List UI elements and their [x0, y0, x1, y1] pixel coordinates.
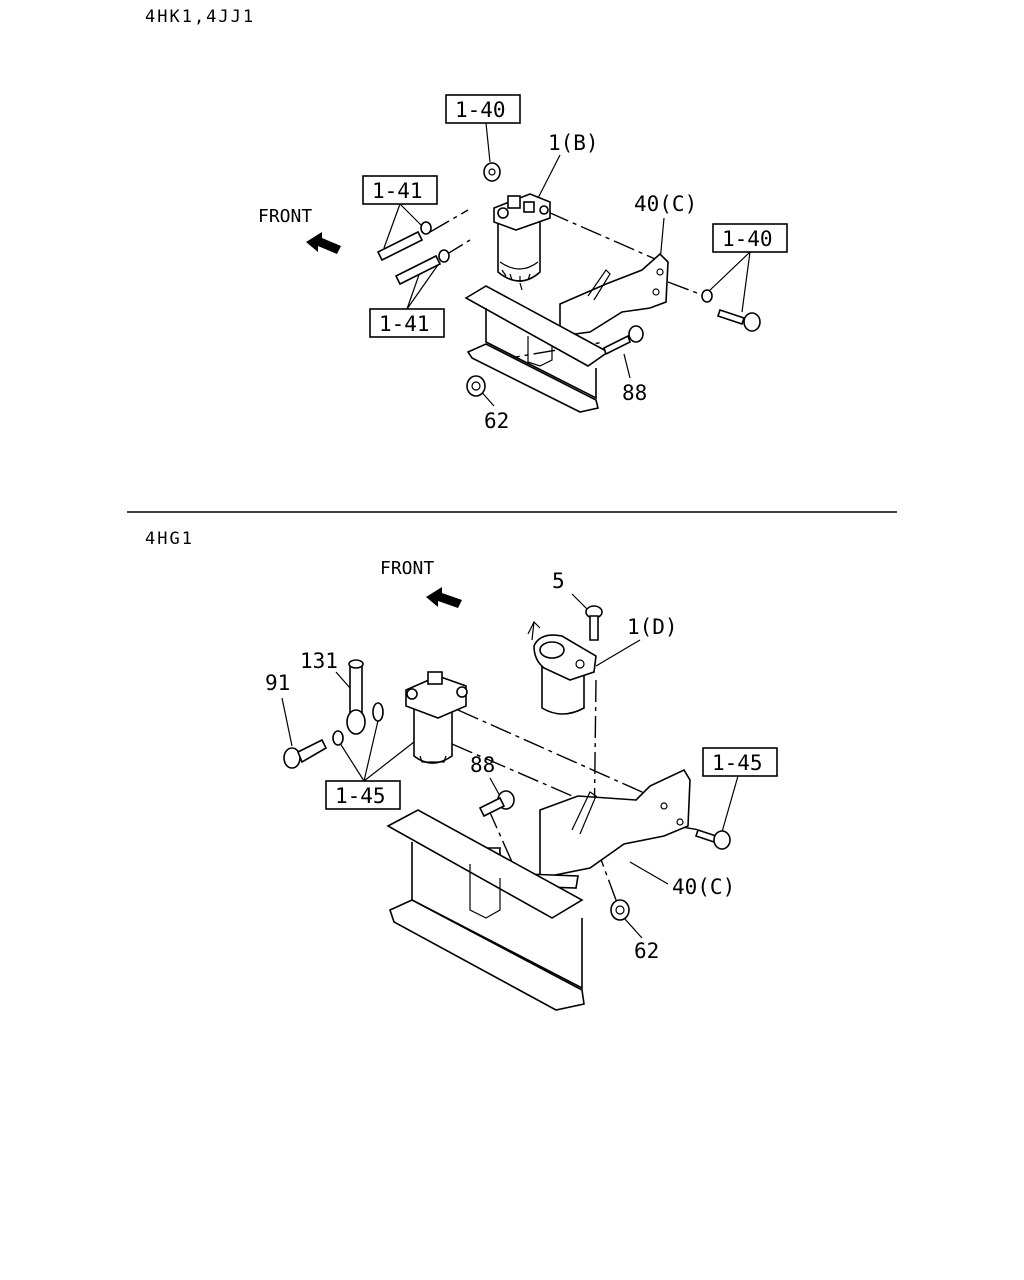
nut-62-upper — [466, 375, 486, 397]
label-eye-bolt[interactable]: 91 — [265, 671, 290, 695]
callout-ref-1-45-right[interactable]: 1-45 — [702, 747, 778, 777]
callout-ref-1-41-bottom[interactable]: 1-41 — [369, 308, 445, 338]
label-bolt[interactable]: 88 — [470, 753, 495, 777]
svg-text:1-41: 1-41 — [372, 179, 423, 203]
hose-upper — [376, 221, 432, 262]
front-arrow-icon — [306, 232, 341, 254]
frame-rail-lower — [386, 809, 585, 1011]
svg-text:1-45: 1-45 — [712, 751, 763, 775]
svg-text:1-40: 1-40 — [455, 98, 506, 122]
hose-lower — [394, 249, 450, 286]
nut-62-lower — [610, 899, 630, 921]
front-arrow-icon — [426, 587, 462, 608]
callout-ref-1-40-top[interactable]: 1-40 — [445, 94, 521, 124]
bolt-right-lower — [694, 828, 731, 850]
label-filter[interactable]: 1(D) — [627, 615, 678, 639]
fuel-filter-left — [405, 671, 468, 764]
svg-text:1-40: 1-40 — [722, 227, 773, 251]
label-nut[interactable]: 62 — [634, 939, 659, 963]
bolt-88-lower — [478, 790, 515, 818]
fuel-filter-d — [527, 620, 597, 715]
eye-bolt-91 — [283, 738, 328, 769]
bolt-5 — [585, 605, 603, 641]
hose-131 — [332, 659, 384, 746]
svg-text:1-45: 1-45 — [335, 784, 386, 808]
front-label: FRONT — [258, 206, 312, 227]
section-upper: 4HK1,4JJ1 FRONT 1-40 1-41 1-41 1-40 1(B)… — [145, 7, 788, 433]
callout-ref-1-41-top[interactable]: 1-41 — [362, 175, 438, 205]
callout-ref-1-40-right[interactable]: 1-40 — [712, 223, 788, 253]
callout-ref-1-45-left[interactable]: 1-45 — [325, 780, 401, 810]
fuel-filter-b — [493, 193, 551, 291]
front-label: FRONT — [380, 558, 434, 579]
bolt-88-upper — [603, 325, 644, 356]
label-bracket[interactable]: 40(C) — [672, 875, 735, 899]
label-bolt-top[interactable]: 5 — [552, 569, 565, 593]
section-header: 4HG1 — [145, 529, 194, 549]
section-lower: 4HG1 FRONT 1-45 1-45 5 1(D) 131 91 88 40… — [145, 529, 778, 1011]
clip-nut-top — [483, 162, 501, 182]
bolt-washer-right — [701, 289, 761, 332]
label-filter[interactable]: 1(B) — [548, 131, 599, 155]
label-hose[interactable]: 131 — [300, 649, 338, 673]
section-header: 4HK1,4JJ1 — [145, 7, 255, 27]
svg-text:1-41: 1-41 — [379, 312, 430, 336]
label-nut[interactable]: 62 — [484, 409, 509, 433]
label-bolt[interactable]: 88 — [622, 381, 647, 405]
label-bracket[interactable]: 40(C) — [634, 192, 697, 216]
